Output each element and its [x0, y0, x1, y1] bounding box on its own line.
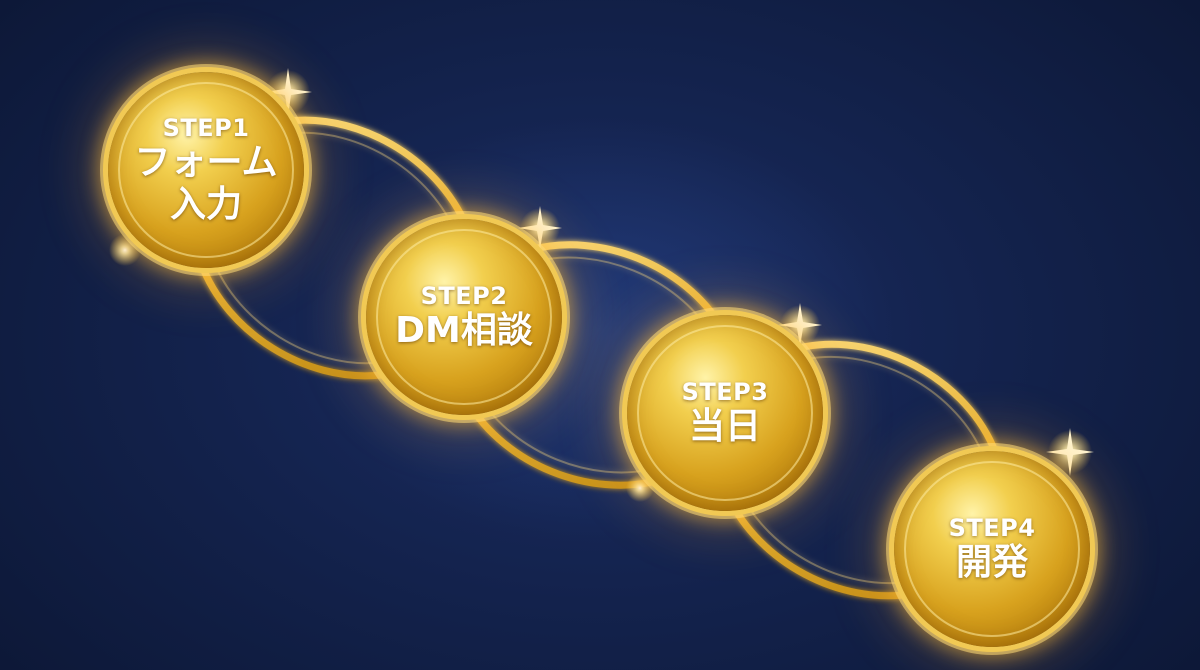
step-2-title: DM相談 [395, 310, 533, 352]
step-4-title: 開発 [955, 542, 1028, 584]
step-3-title: 当日 [688, 406, 761, 448]
step-4-label: STEP4 [948, 513, 1036, 542]
step-3-node: STEP3 当日 [627, 315, 823, 511]
step-2-node: STEP2 DM相談 [366, 219, 562, 415]
sparkle-group [109, 68, 1094, 614]
step-3-label: STEP3 [681, 377, 769, 406]
step-1-title: フォーム 入力 [134, 142, 278, 225]
step-4-node: STEP4 開発 [894, 451, 1090, 647]
step-1-node: STEP1 フォーム 入力 [108, 72, 304, 268]
step-2-label: STEP2 [420, 281, 508, 310]
step-1-label: STEP1 [162, 113, 250, 142]
